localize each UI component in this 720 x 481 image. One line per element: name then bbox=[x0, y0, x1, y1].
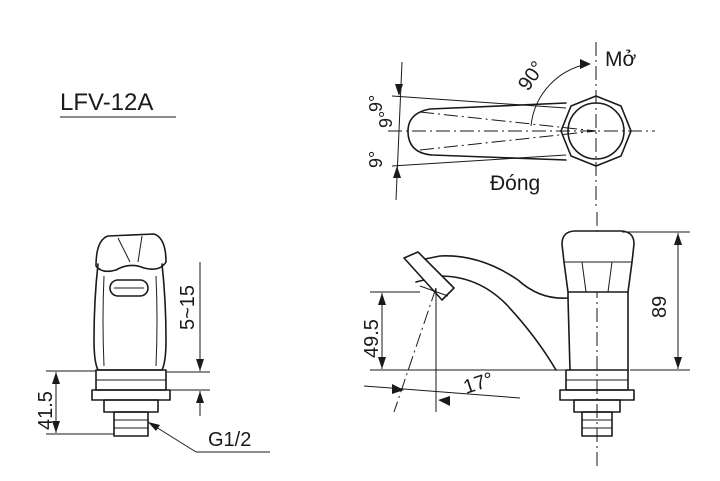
top-view-angle-arrow-top bbox=[395, 84, 403, 96]
front-view-dim-415-arrow-top bbox=[52, 372, 60, 384]
top-view: 90° Mở Đóng 9° 9° 9° bbox=[366, 42, 655, 210]
side-view-spout-tip bbox=[403, 251, 455, 301]
side-view-flow-line bbox=[393, 287, 437, 413]
top-view-angle-middle: 9° bbox=[376, 111, 396, 128]
front-view-install-height: 41.5 bbox=[35, 391, 57, 430]
front-view-aerator bbox=[109, 279, 149, 297]
model-title: LFV-12A bbox=[60, 89, 176, 118]
side-view-angle-arrow-left bbox=[392, 384, 404, 394]
top-view-open-label: Mở bbox=[605, 48, 636, 71]
top-view-guide-lower bbox=[391, 154, 567, 167]
side-view: 89 49.5 17° bbox=[361, 212, 690, 470]
top-view-angle-lower: 9° bbox=[366, 151, 386, 168]
front-view-cap-crease-2 bbox=[137, 235, 143, 263]
side-view-total-height: 89 bbox=[649, 296, 671, 318]
side-view-body-front bbox=[567, 297, 571, 371]
side-view-dim-89-arrow-top bbox=[674, 233, 682, 245]
front-view-thread bbox=[113, 411, 149, 437]
front-view-handle-cap bbox=[95, 233, 167, 273]
side-view-spout-ring bbox=[419, 285, 449, 297]
front-view: 41.5 5~15 G1/2 bbox=[35, 233, 270, 453]
top-view-angle-upper: 9° bbox=[366, 95, 386, 112]
side-view-dim-89-arrow-bottom bbox=[674, 357, 682, 369]
side-view-spout-angle: 17° bbox=[461, 368, 497, 398]
front-view-body-inner bbox=[102, 275, 158, 367]
front-view-thread-leader-arrow bbox=[148, 422, 160, 431]
top-view-guide-dash-lower bbox=[419, 130, 597, 151]
top-view-guide-dash-upper bbox=[419, 111, 597, 132]
side-view-body-spout bbox=[409, 255, 629, 371]
side-view-thread bbox=[581, 411, 613, 437]
side-view-angle-arrow-right bbox=[438, 396, 450, 406]
side-view-dim-495-arrow-top bbox=[378, 293, 386, 305]
top-view-rotation-arc bbox=[530, 63, 589, 127]
front-view-flange bbox=[91, 389, 171, 401]
top-view-rotation-angle: 90° bbox=[514, 57, 549, 94]
front-view-dim-range-arrow-bottom bbox=[196, 391, 204, 403]
model-title-text: LFV-12A bbox=[60, 89, 153, 116]
front-view-nut bbox=[103, 399, 159, 413]
front-view-cap-crease-1 bbox=[117, 237, 131, 263]
front-view-dim-range-arrow-top bbox=[196, 359, 204, 371]
top-view-angle-arrow-bottom bbox=[393, 166, 401, 178]
front-view-adjust-range: 5~15 bbox=[177, 285, 199, 330]
top-view-closed-label: Đóng bbox=[490, 172, 540, 195]
front-view-dim-415-arrow-bottom bbox=[52, 421, 60, 433]
top-view-guide-upper bbox=[391, 95, 567, 109]
top-view-knob-outer bbox=[560, 95, 632, 167]
top-view-rotation-arrow bbox=[580, 59, 591, 69]
top-view-handle bbox=[407, 102, 567, 161]
top-view-knob-inner bbox=[567, 102, 625, 160]
side-view-knob-rib-2 bbox=[607, 261, 613, 293]
side-view-angle-arc bbox=[363, 385, 521, 399]
side-view-dim-495-arrow-bottom bbox=[378, 357, 386, 369]
side-view-knob-rib-1 bbox=[581, 261, 587, 293]
side-view-spout-height: 49.5 bbox=[361, 319, 383, 358]
front-view-thread-label: G1/2 bbox=[208, 429, 251, 451]
